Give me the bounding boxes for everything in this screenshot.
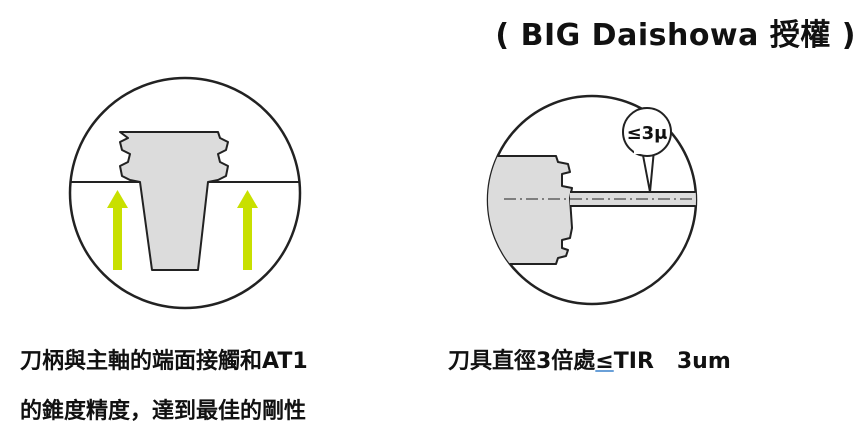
runout-diagram: ≤3μ [486, 94, 698, 306]
callout-bubble [622, 107, 672, 157]
page-title: ( BIG Daishowa 授權 ) [495, 18, 856, 53]
tool-holder-body [488, 155, 573, 265]
holder-contact-diagram [68, 76, 302, 310]
right-caption-symbol: ≤ [595, 349, 614, 374]
holder-shank [119, 131, 229, 271]
right-caption-suffix: TIR 3um [613, 349, 731, 374]
left-caption-line2: 的錐度精度，達到最佳的剛性 [20, 399, 307, 424]
contact-arrow-left [107, 190, 128, 270]
right-caption-prefix: 刀具直徑3倍處 [448, 349, 596, 374]
callout-label: ≤3μ [627, 123, 668, 144]
contact-arrow-right [237, 190, 258, 270]
left-caption-line1: 刀柄與主軸的端面接觸和AT1 [20, 349, 308, 374]
right-caption: 刀具直徑3倍處≤TIR 3um [448, 343, 731, 375]
